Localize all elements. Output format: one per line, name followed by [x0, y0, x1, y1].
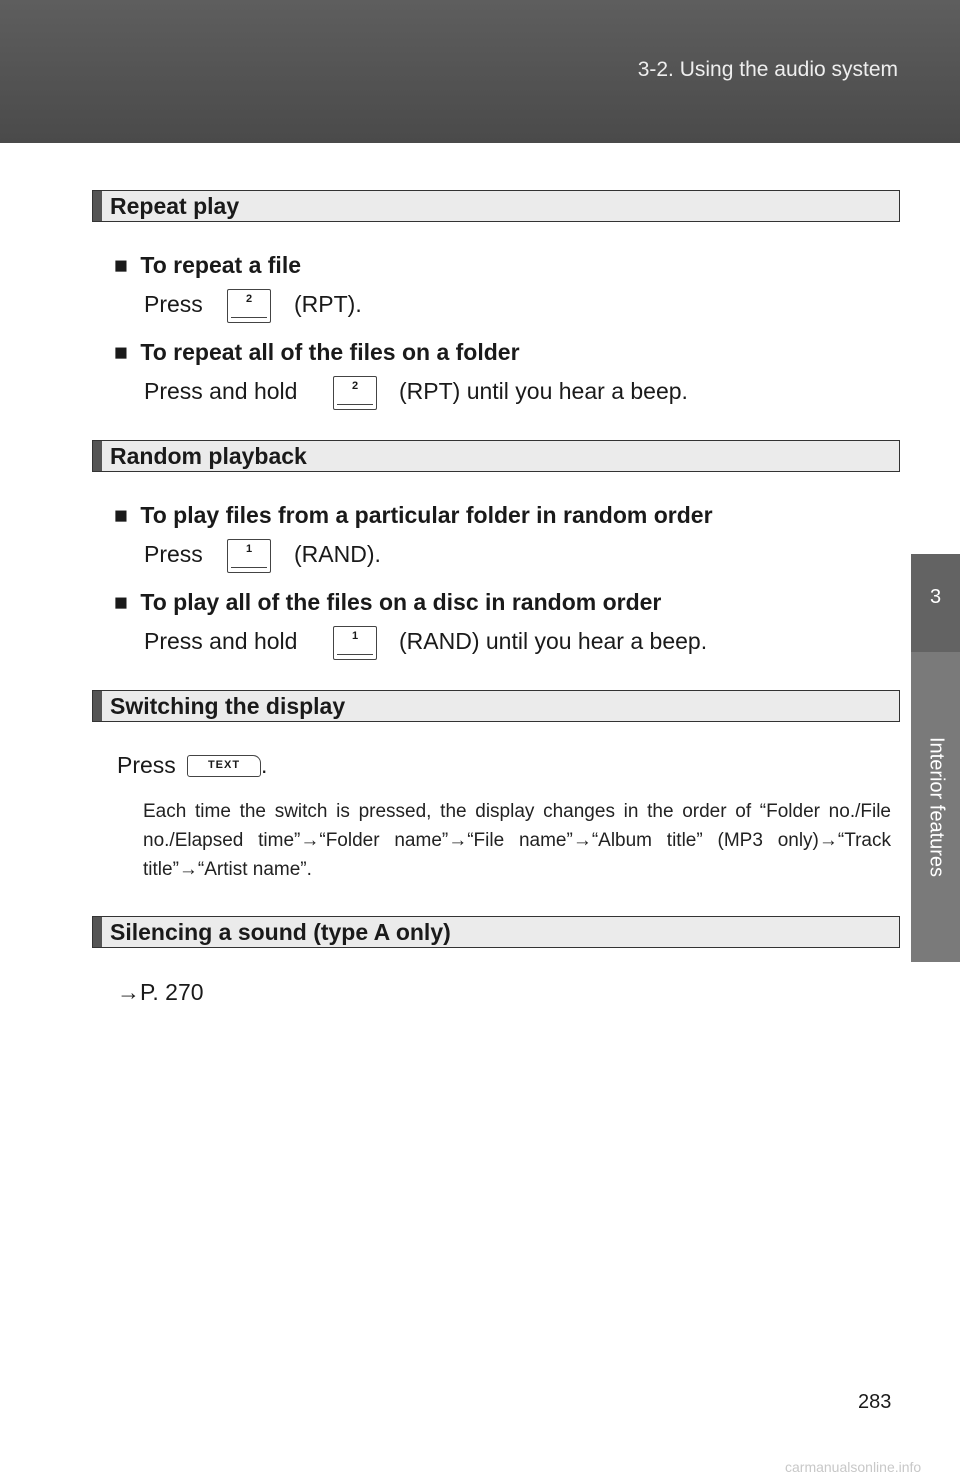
chapter-title: 3-2. Using the audio system [637, 58, 898, 81]
display-order-note: Each time the switch is pressed, the dis… [143, 801, 891, 880]
subheading-text: To play files from a particular folder i… [140, 502, 713, 528]
chapter-number: 3 [929, 586, 942, 608]
section-silencing-sound: Silencing a sound (type A only) [92, 916, 900, 948]
preset-1-button-icon: 1 [333, 626, 377, 660]
subheading-random-folder: ■ To play files from a particular folder… [114, 502, 713, 529]
instruction-text: (RAND). [294, 541, 381, 567]
section-title: Switching the display [110, 693, 346, 719]
subheading-repeat-file: ■ To repeat a file [114, 252, 301, 279]
bullet-square: ■ [114, 339, 128, 365]
page-number: 283 [858, 1391, 892, 1413]
instruction-text: . [261, 752, 268, 778]
page-header: 3-2. Using the audio system [0, 0, 960, 143]
instruction-text: Press [144, 291, 203, 317]
page-reference: →P. 270 [117, 979, 204, 1005]
instruction-text: (RPT) until you hear a beep. [399, 378, 688, 404]
section-title: Silencing a sound (type A only) [110, 919, 451, 945]
chapter-number-tab: 3 [911, 554, 960, 652]
bullet-square: ■ [114, 502, 128, 528]
subheading-repeat-folder: ■ To repeat all of the files on a folder [114, 339, 520, 366]
preset-1-button-icon: 1 [227, 539, 271, 573]
subheading-text: To play all of the files on a disc in ra… [140, 589, 662, 615]
instruction-text: (RPT). [294, 291, 362, 317]
instruction-text: Press and hold [144, 628, 298, 654]
subheading-text: To repeat all of the files on a folder [140, 339, 520, 365]
chapter-label-tab: Interior features [911, 652, 960, 962]
watermark: carmanualsonline.info [785, 1459, 922, 1475]
instruction-text: Press [117, 752, 176, 778]
subheading-random-disc: ■ To play all of the files on a disc in … [114, 589, 661, 616]
section-title: Random playback [110, 443, 307, 469]
text-button-icon: TEXT [187, 755, 261, 777]
preset-2-button-icon: 2 [227, 289, 271, 323]
instruction-text: Press [144, 541, 203, 567]
instruction-text: (RAND) until you hear a beep. [399, 628, 708, 654]
bullet-square: ■ [114, 589, 128, 615]
instruction-text: Press and hold [144, 378, 298, 404]
chapter-label: Interior features [925, 736, 947, 878]
subheading-text: To repeat a file [140, 252, 302, 278]
section-title: Repeat play [110, 193, 240, 219]
section-random-playback: Random playback [92, 440, 900, 472]
section-repeat-play: Repeat play [92, 190, 900, 222]
section-switching-display: Switching the display [92, 690, 900, 722]
bullet-square: ■ [114, 252, 128, 278]
preset-2-button-icon: 2 [333, 376, 377, 410]
